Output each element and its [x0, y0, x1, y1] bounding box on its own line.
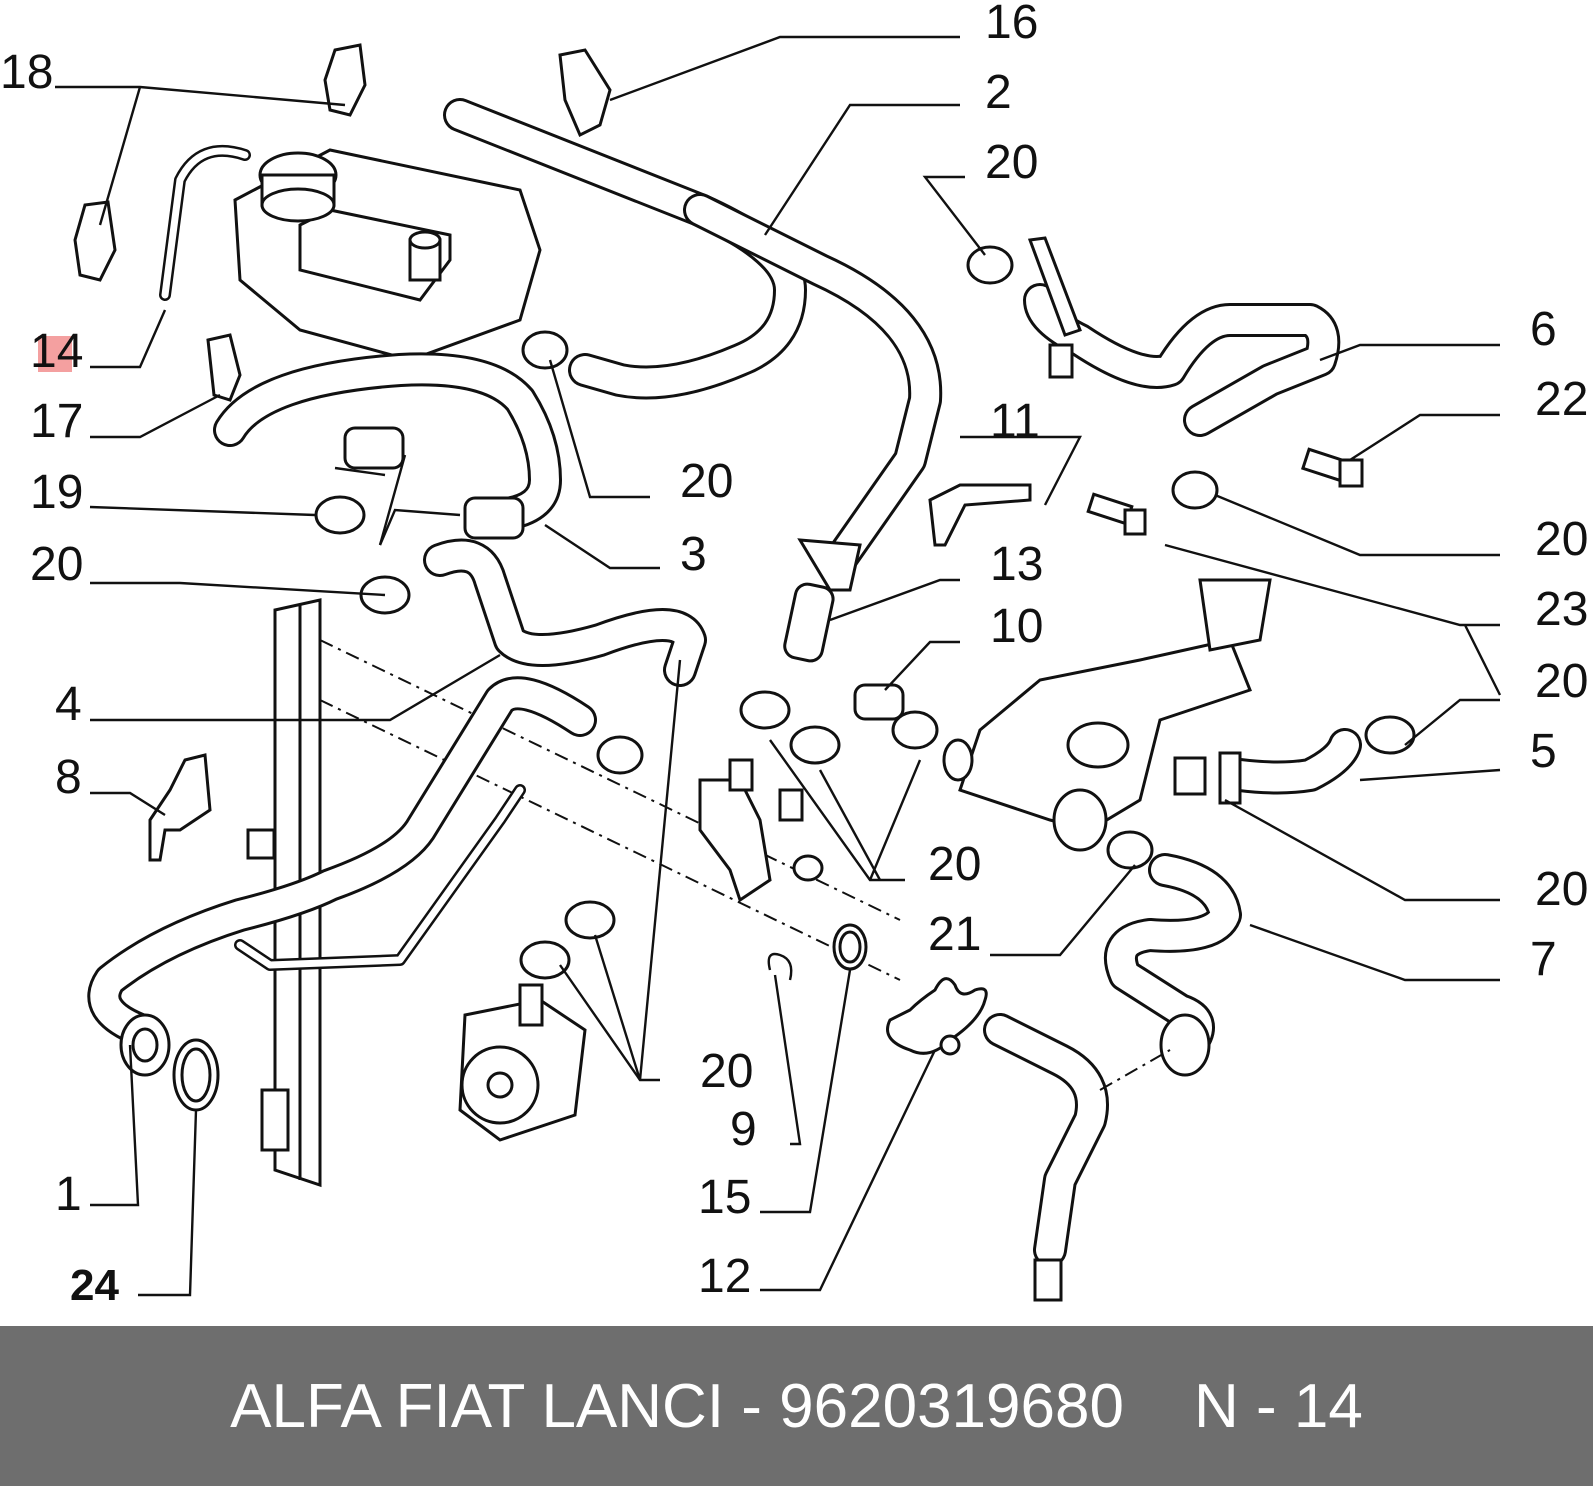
callout-14: 14	[30, 325, 83, 378]
bracket-8	[148, 753, 212, 862]
callout-23: 23	[1535, 583, 1588, 636]
clamp-20-i	[596, 735, 644, 775]
callout-labels: 18 16 2 20 6 22 11 20 13 23 10 20 5 20 2…	[0, 0, 1588, 1310]
callout-20-right-a: 20	[1535, 513, 1588, 566]
leader-lines	[55, 35, 1502, 1297]
callout-20-center: 20	[680, 455, 733, 508]
clamp-20-e	[1364, 715, 1416, 755]
footer-text: ALFA FIAT LANCI - 9620319680 N - 14	[0, 1326, 1593, 1486]
o-ring-24-inner	[180, 1047, 212, 1103]
callout-20-mid: 20	[928, 838, 981, 891]
breather-hose-14	[159, 144, 251, 301]
clamp-21	[1106, 830, 1154, 870]
gasket-12	[886, 977, 988, 1056]
connector-block	[698, 758, 824, 903]
callout-6: 6	[1530, 303, 1557, 356]
hose-4	[423, 538, 707, 687]
cooling-system-exploded-diagram: 18 16 2 20 6 22 11 20 13 23 10 20 5 20 2…	[0, 0, 1588, 1310]
hose-13	[783, 582, 835, 663]
callout-5: 5	[1530, 725, 1557, 778]
callout-20-left: 20	[30, 538, 83, 591]
hose-2	[443, 98, 943, 592]
clamp-20-b	[966, 245, 1014, 285]
callout-13: 13	[990, 538, 1043, 591]
hose-3	[213, 352, 562, 540]
clamp-20-k	[519, 940, 571, 980]
callout-21: 21	[928, 908, 981, 961]
clamp-20-h	[891, 710, 939, 750]
callout-20-bottom: 20	[700, 1045, 753, 1098]
pipe-6	[1023, 236, 1341, 437]
clamp-19	[314, 495, 366, 535]
clip-18-top	[323, 43, 367, 117]
spring-clip-9	[767, 952, 793, 981]
clamp-20-d	[1171, 470, 1219, 510]
callout-10: 10	[990, 600, 1043, 653]
hose-7	[1104, 853, 1242, 1077]
callout-19: 19	[30, 466, 83, 519]
callout-1: 1	[55, 1168, 82, 1221]
clip-16	[558, 48, 612, 138]
o-ring-15-inner	[838, 930, 862, 964]
callout-2: 2	[985, 66, 1012, 119]
lower-pipe	[983, 1013, 1171, 1302]
diagram-reference: N - 14	[1193, 1371, 1363, 1441]
clamp-20-g	[789, 725, 841, 765]
hose-10	[853, 683, 905, 721]
callout-24: 24	[70, 1261, 119, 1310]
callout-16: 16	[985, 0, 1038, 49]
callout-highlight	[38, 336, 72, 372]
hose-5	[1218, 728, 1362, 805]
expansion-tank	[233, 148, 542, 362]
hose-1	[87, 676, 597, 1077]
oil-cooler	[458, 983, 587, 1142]
callout-7: 7	[1530, 933, 1557, 986]
bolt-23	[1086, 492, 1147, 536]
callout-20-top: 20	[985, 136, 1038, 189]
part-footer-bar: ALFA FIAT LANCI - 9620319680 N - 14	[0, 1326, 1593, 1486]
callout-20-right-c: 20	[1535, 863, 1588, 916]
bolt-22	[1300, 447, 1364, 488]
bleed-pipe	[234, 784, 526, 971]
clip-18-left	[73, 200, 117, 282]
callout-3: 3	[680, 528, 707, 581]
callout-8: 8	[55, 751, 82, 804]
callout-4: 4	[55, 678, 82, 731]
clamp-20-a	[521, 330, 569, 370]
thermostat-housing	[942, 578, 1272, 852]
callout-17: 17	[30, 395, 83, 448]
callout-15: 15	[698, 1171, 751, 1224]
callout-12: 12	[698, 1250, 751, 1303]
callout-9: 9	[730, 1103, 757, 1156]
callout-11: 11	[990, 395, 1040, 448]
clamp-20-f	[739, 690, 791, 730]
clamp-20-j	[564, 900, 616, 940]
bracket-11	[928, 483, 1032, 547]
part-number-label: ALFA FIAT LANCI - 9620319680	[230, 1371, 1124, 1441]
callout-22: 22	[1535, 373, 1588, 426]
callout-20-right-b: 20	[1535, 655, 1588, 708]
clip-17	[206, 333, 242, 402]
callout-18: 18	[0, 46, 53, 99]
